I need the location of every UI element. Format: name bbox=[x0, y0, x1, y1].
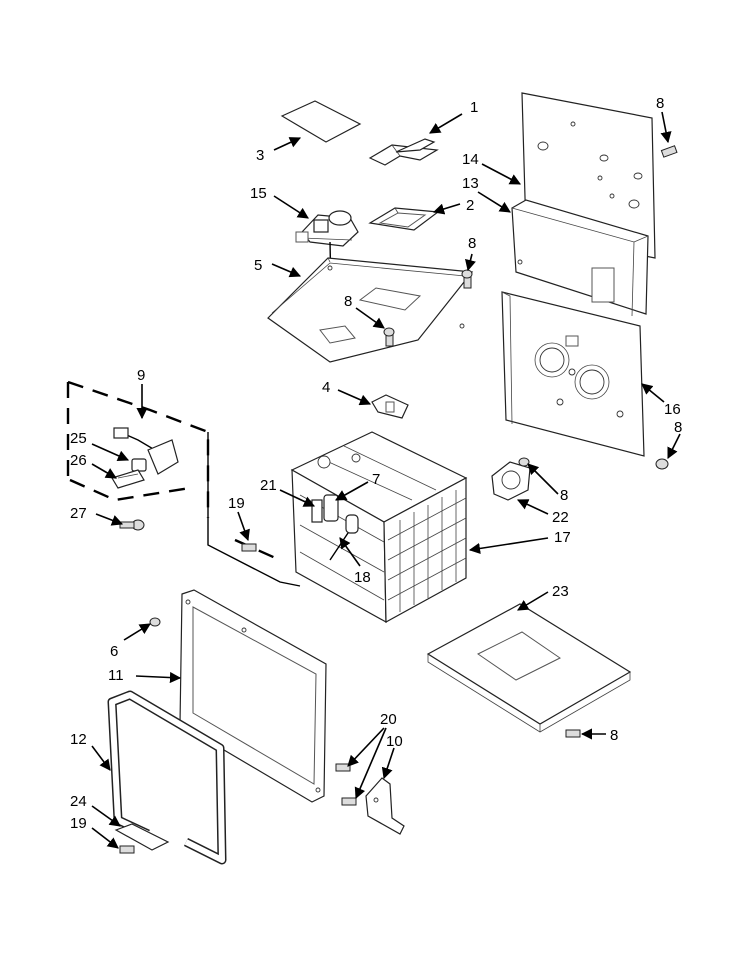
screw-20-a bbox=[335, 763, 351, 772]
screw-8-a bbox=[660, 145, 678, 158]
callout-23: 23 bbox=[552, 583, 569, 600]
part-13-heat-shield bbox=[511, 199, 649, 317]
callout-2: 2 bbox=[466, 197, 474, 214]
screw-8-d bbox=[655, 458, 669, 470]
callout-14: 14 bbox=[462, 151, 479, 168]
callout-26: 26 bbox=[70, 452, 87, 469]
callouts: 1 2 3 4 5 6 7 8 8 8 8 8 8 9 10 11 12 13 … bbox=[70, 95, 682, 832]
part-24-clip bbox=[114, 823, 170, 851]
leader-lines bbox=[91, 111, 681, 849]
callout-17: 17 bbox=[554, 529, 571, 546]
callout-8-center: 8 bbox=[344, 293, 352, 310]
callout-21: 21 bbox=[260, 477, 277, 494]
callout-8-bottom: 8 bbox=[610, 727, 618, 744]
callout-22: 22 bbox=[552, 509, 569, 526]
callout-1: 1 bbox=[470, 99, 478, 116]
part-5-top-panel bbox=[267, 257, 474, 363]
part-6-screw bbox=[149, 617, 161, 627]
screw-8-c bbox=[383, 327, 395, 347]
callout-8-top-panel: 8 bbox=[468, 235, 476, 252]
callout-27: 27 bbox=[70, 505, 87, 522]
part-16-inner-rear-panel bbox=[501, 291, 645, 457]
callout-8-top-right: 8 bbox=[656, 95, 664, 112]
part-17-oven-cavity bbox=[290, 431, 468, 624]
screw-19-a bbox=[241, 543, 257, 552]
callout-5: 5 bbox=[254, 257, 262, 274]
callout-8-gasket: 8 bbox=[560, 487, 568, 504]
callout-8-right: 8 bbox=[674, 419, 682, 436]
callout-7: 7 bbox=[372, 471, 380, 488]
part-9-harness bbox=[113, 427, 179, 475]
part-4-bracket bbox=[371, 394, 409, 419]
callout-24: 24 bbox=[70, 793, 87, 810]
callout-10: 10 bbox=[386, 733, 403, 750]
part-21-sensor bbox=[311, 499, 323, 523]
callout-6: 6 bbox=[110, 643, 118, 660]
part-25-sensor bbox=[131, 458, 147, 472]
callout-3: 3 bbox=[256, 147, 264, 164]
part-2-tray bbox=[368, 207, 440, 231]
part-23-bottom-tray bbox=[426, 603, 632, 733]
part-3-sheet bbox=[280, 100, 362, 143]
callout-20: 20 bbox=[380, 711, 397, 728]
callout-19-left: 19 bbox=[228, 495, 245, 512]
part-1-bracket bbox=[368, 138, 439, 166]
callout-4: 4 bbox=[322, 379, 330, 396]
screw-8-b bbox=[461, 269, 473, 289]
part-22-gasket bbox=[491, 461, 531, 501]
part-10-hinge-bracket bbox=[365, 777, 405, 835]
callout-13: 13 bbox=[462, 175, 479, 192]
part-26-plate bbox=[111, 469, 145, 489]
screw-19-b bbox=[119, 845, 135, 854]
part-11-door-frame bbox=[179, 589, 327, 803]
callout-16: 16 bbox=[664, 401, 681, 418]
callout-25: 25 bbox=[70, 430, 87, 447]
screw-8-f bbox=[565, 729, 581, 738]
callout-15: 15 bbox=[250, 185, 267, 202]
screw-8-e bbox=[518, 457, 530, 467]
part-27-screw bbox=[119, 519, 145, 531]
part-9-dashed-outline bbox=[66, 380, 301, 587]
part-7-component bbox=[323, 494, 339, 522]
callout-12: 12 bbox=[70, 731, 87, 748]
callout-18: 18 bbox=[354, 569, 371, 586]
callout-11: 11 bbox=[108, 667, 124, 684]
callout-19-bottom: 19 bbox=[70, 815, 87, 832]
callout-9: 9 bbox=[137, 367, 145, 384]
screw-20-b bbox=[341, 797, 357, 806]
